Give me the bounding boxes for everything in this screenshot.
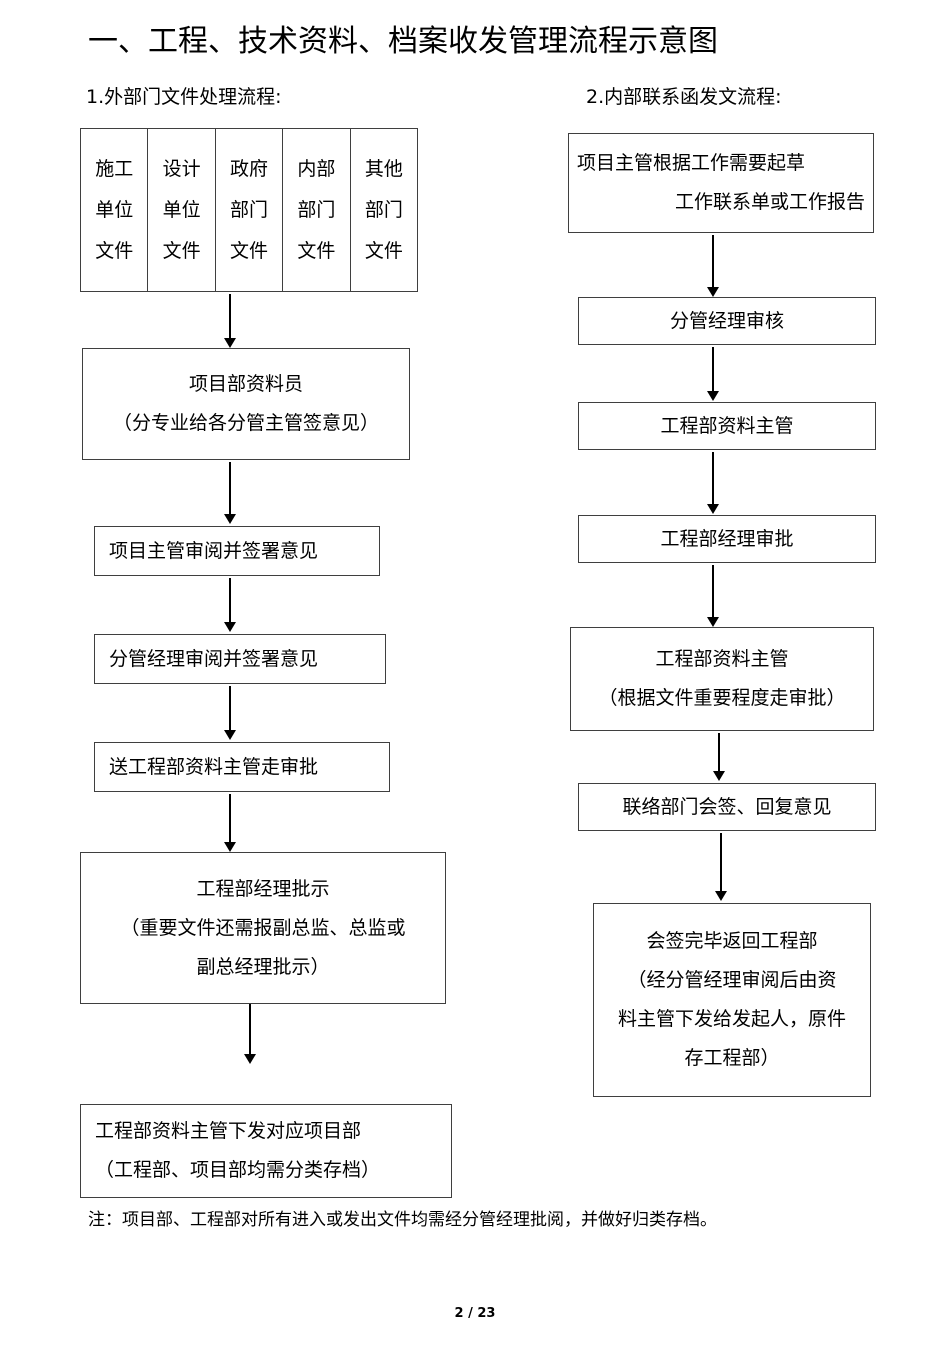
flow-box-distribute-to-project-dept: 工程部资料主管下发对应项目部 （工程部、项目部均需分类存档） [80,1104,452,1198]
flow-box-line: 项目部资料员 [188,373,303,395]
arrow-down-icon [706,347,720,401]
right-flow-heading: 2.内部联系函发文流程: [586,86,782,108]
flow-box-line: 分管经理审核 [669,309,784,332]
source-cell-line: 其他 [364,157,403,180]
flow-box-line: 工程部资料主管 [655,648,789,670]
page-title: 一、工程、技术资料、档案收发管理流程示意图 [88,24,718,59]
source-cell-internal-dept: 内部 部门 文件 [283,129,351,291]
flow-box-line: （工程部、项目部均需分类存档） [95,1159,381,1181]
source-cell-line: 内部 [297,157,336,180]
flow-box-eng-dept-manager-instruction: 工程部经理批示 （重要文件还需报副总监、总监或 副总经理批示） [80,852,446,1004]
flow-box-project-supervisor-review: 项目主管审阅并签署意见 [94,526,380,576]
source-cell-design-unit: 设计 单位 文件 [148,129,216,291]
flow-box-line: 项目主管审阅并签署意见 [109,539,319,562]
flow-box-line: 工作联系单或工作报告 [674,191,865,213]
page-number: 2 / 23 [454,1306,496,1321]
flow-box-line: 会签完毕返回工程部 [646,930,818,952]
source-cell-line: 施工 [95,157,134,180]
flow-box-line: 分管经理审阅并签署意见 [109,647,319,670]
source-cell-line: 文件 [230,239,269,262]
source-cell-line: 文件 [162,239,201,262]
source-cell-construction-unit: 施工 单位 文件 [81,129,149,291]
source-cell-line: 部门 [297,198,336,221]
flow-box-division-manager-review: 分管经理审阅并签署意见 [94,634,386,684]
source-document-table: 施工 单位 文件 设计 单位 文件 政府 部门 文件 内部 部门 文件 其他 部… [80,128,418,292]
flow-box-project-dept-clerk: 项目部资料员 （分专业给各分管主管签意见） [82,348,410,460]
source-cell-line: 文件 [95,239,134,262]
arrow-down-icon [714,833,728,901]
flow-box-liaison-dept-countersign: 联络部门会签、回复意见 [578,783,876,831]
source-cell-line: 文件 [364,239,403,262]
flow-box-line: 送工程部资料主管走审批 [109,755,319,778]
flow-box-line: （分专业给各分管主管签意见） [112,412,379,434]
flow-box-line: 料主管下发给发起人，原件 [617,1008,846,1030]
flow-box-eng-dept-archivist: 工程部资料主管 [578,402,876,450]
flow-box-line: 联络部门会签、回复意见 [622,795,832,818]
flow-box-eng-dept-manager-approval: 工程部经理审批 [578,515,876,563]
flow-box-line: 工程部资料主管下发对应项目部 [95,1120,362,1142]
flow-box-line: （经分管经理审阅后由资 [627,969,837,991]
left-flow-heading: 1.外部门文件处理流程: [86,86,282,108]
footnote-text: 注：项目部、工程部对所有进入或发出文件均需经分管经理批阅，并做好归类存档。 [88,1210,717,1230]
flow-box-line: 工程部经理审批 [660,527,794,550]
flow-box-return-to-eng-dept: 会签完毕返回工程部 （经分管经理审阅后由资 料主管下发给发起人，原件 存工程部） [593,903,871,1097]
flow-box-send-to-eng-dept-archivist: 送工程部资料主管走审批 [94,742,390,792]
arrow-down-icon [223,294,237,348]
source-cell-line: 设计 [162,157,201,180]
arrow-down-icon [706,235,720,297]
arrow-down-icon [243,1004,257,1064]
arrow-down-icon [223,578,237,632]
flow-box-line: （重要文件还需报副总监、总监或 [120,916,406,939]
flow-box-line: 工程部资料主管 [660,414,794,437]
arrow-down-icon [712,733,726,781]
flow-box-line: （根据文件重要程度走审批） [598,687,846,709]
arrow-down-icon [223,794,237,852]
flow-box-division-manager-audit: 分管经理审核 [578,297,876,345]
arrow-down-icon [706,452,720,514]
source-cell-line: 文件 [297,239,336,262]
source-cell-government-dept: 政府 部门 文件 [216,129,284,291]
source-cell-line: 部门 [230,198,269,221]
arrow-down-icon [223,462,237,524]
arrow-down-icon [223,686,237,740]
source-cell-other-dept: 其他 部门 文件 [351,129,417,291]
arrow-down-icon [706,565,720,627]
source-cell-line: 政府 [230,157,269,180]
source-cell-line: 部门 [364,198,403,221]
flow-box-archivist-route-by-importance: 工程部资料主管 （根据文件重要程度走审批） [570,627,874,731]
flow-box-line: 项目主管根据工作需要起草 [577,152,806,174]
flow-box-line: 工程部经理批示 [196,877,330,900]
flow-box-draft-liaison-form: 项目主管根据工作需要起草 工作联系单或工作报告 [568,133,874,233]
flow-box-line: 副总经理批示） [196,955,330,978]
source-cell-line: 单位 [95,198,134,221]
source-cell-line: 单位 [162,198,201,221]
flow-box-line: 存工程部） [684,1047,780,1069]
